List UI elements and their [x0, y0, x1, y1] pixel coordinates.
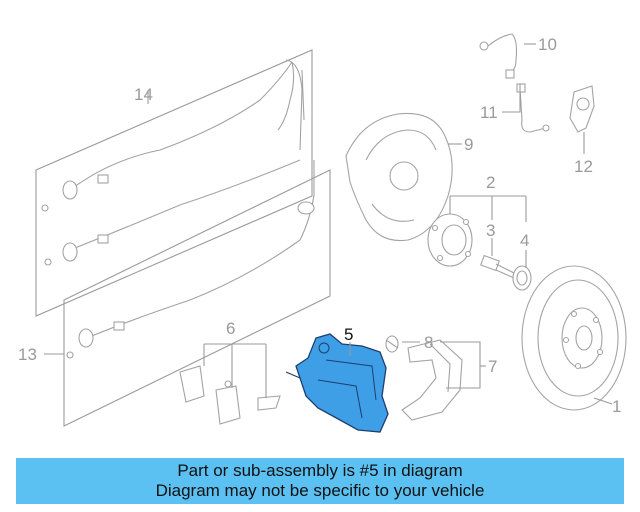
callout-6: 6 — [226, 319, 235, 338]
brake-disc-1 — [521, 265, 627, 411]
callout-numbers: 1 2 3 4 5 6 7 8 9 10 11 12 13 14 — [18, 35, 621, 416]
banner-line-disclaimer: Diagram may not be specific to your vehi… — [155, 481, 485, 500]
callout-8: 8 — [424, 333, 433, 352]
callout-7: 7 — [488, 357, 497, 376]
callout-5: 5 — [344, 325, 353, 344]
callout-3: 3 — [486, 221, 495, 240]
callout-13: 13 — [18, 345, 37, 364]
callout-1: 1 — [612, 397, 621, 416]
harness-panel-13 — [63, 160, 331, 427]
callout-11: 11 — [480, 103, 498, 122]
callout-9: 9 — [464, 135, 473, 154]
callout-2: 2 — [486, 173, 495, 192]
guide-boot-8 — [385, 335, 399, 353]
caliper-bracket-7 — [401, 339, 463, 421]
info-banner: Part or sub-assembly is #5 in diagram Di… — [16, 458, 624, 504]
harness-panel-14 — [35, 49, 313, 317]
hub-bolt-3 — [480, 254, 517, 279]
callout-12: 12 — [574, 157, 593, 176]
sensor-cable-10 — [479, 33, 518, 79]
callout-4: 4 — [520, 231, 529, 250]
hub-bearing-2 — [427, 213, 473, 267]
sensor-11 — [516, 83, 550, 133]
backing-plate-9 — [345, 112, 453, 242]
parts-diagram: 1 2 3 4 5 6 7 8 9 10 11 12 13 14 — [18, 33, 627, 433]
banner-line-part: Part or sub-assembly is #5 in diagram — [177, 461, 463, 480]
brake-caliper-5 — [285, 333, 389, 433]
callout-14: 14 — [134, 85, 153, 104]
speed-sensor-12 — [569, 85, 595, 133]
brake-pads-6 — [179, 365, 281, 425]
callout-10: 10 — [538, 35, 557, 54]
seal-ring-4 — [512, 265, 532, 291]
leader-lines — [44, 43, 613, 405]
